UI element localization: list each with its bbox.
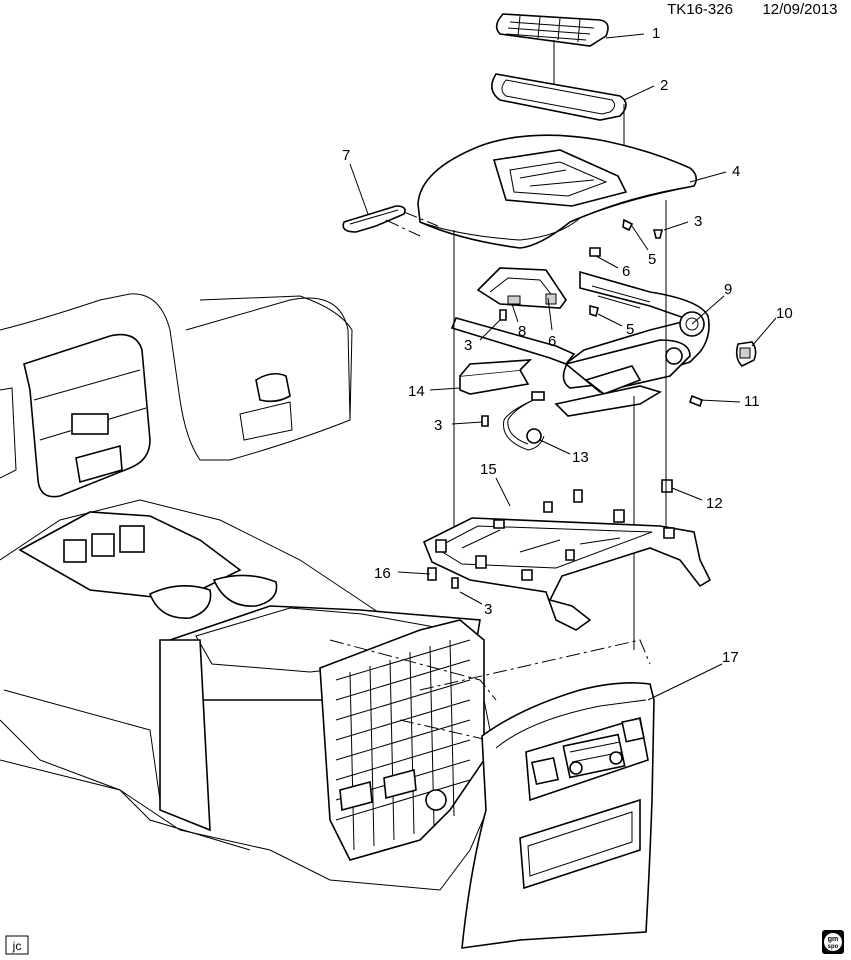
- part-14-module: [459, 359, 533, 395]
- callout-16: 16: [374, 565, 391, 582]
- callout-1: 1: [652, 25, 660, 42]
- callout-4: 4: [732, 163, 740, 180]
- figure-header-id: TK16-326: [667, 1, 733, 18]
- logo-text-bottom: spo: [828, 944, 839, 950]
- background-dashboard: [0, 293, 353, 498]
- artist-initials-box: jc: [5, 935, 29, 955]
- fasteners: [427, 218, 703, 589]
- callout-17: 17: [722, 649, 739, 666]
- part-1-grille-pad: [495, 13, 609, 47]
- artist-initials: jc: [12, 939, 22, 953]
- callout-10: 10: [776, 305, 793, 322]
- part-7-end-cap: [342, 205, 406, 233]
- callout-6-lower: 6: [548, 333, 556, 350]
- part-17-rear-panel: [461, 682, 655, 949]
- leader-lines: [349, 33, 777, 701]
- callout-5-upper: 5: [648, 251, 656, 268]
- callout-14: 14: [408, 383, 425, 400]
- part-4-console-lid: [417, 134, 698, 249]
- callout-2: 2: [660, 77, 668, 94]
- callout-labels: 1 2 3 4 5 6 5 7 6 8 3 9 10 11 12 13 14 3…: [342, 25, 793, 666]
- background-console-frame: [319, 619, 485, 861]
- callout-8: 8: [518, 323, 526, 340]
- callout-6-upper: 6: [622, 263, 630, 280]
- callout-11: 11: [744, 393, 760, 410]
- callout-12: 12: [706, 495, 723, 512]
- part-10-clip: [735, 341, 757, 367]
- part-15-base-tray: [422, 489, 712, 631]
- callout-3-tray-screw: 3: [484, 601, 492, 618]
- gm-spo-logo: gm spo: [822, 930, 844, 954]
- callout-13: 13: [572, 449, 589, 466]
- logo-text-top: gm: [828, 936, 839, 943]
- callout-3-module-screw: 3: [434, 417, 442, 434]
- part-9-hinge-assembly: [554, 270, 710, 417]
- callout-7: 7: [342, 147, 350, 164]
- callout-15: 15: [480, 461, 497, 478]
- figure-header-date: 12/09/2013: [762, 1, 837, 18]
- part-2-trim-ring: [491, 73, 627, 121]
- callout-9: 9: [724, 281, 732, 298]
- callout-3-lid-screw: 3: [694, 213, 702, 230]
- part-8-lid-latch-bracket: [476, 267, 567, 309]
- callout-5-lower: 5: [626, 321, 634, 338]
- callout-3-bracket-screw: 3: [464, 337, 472, 354]
- part-13-wiring-harness: [503, 391, 545, 451]
